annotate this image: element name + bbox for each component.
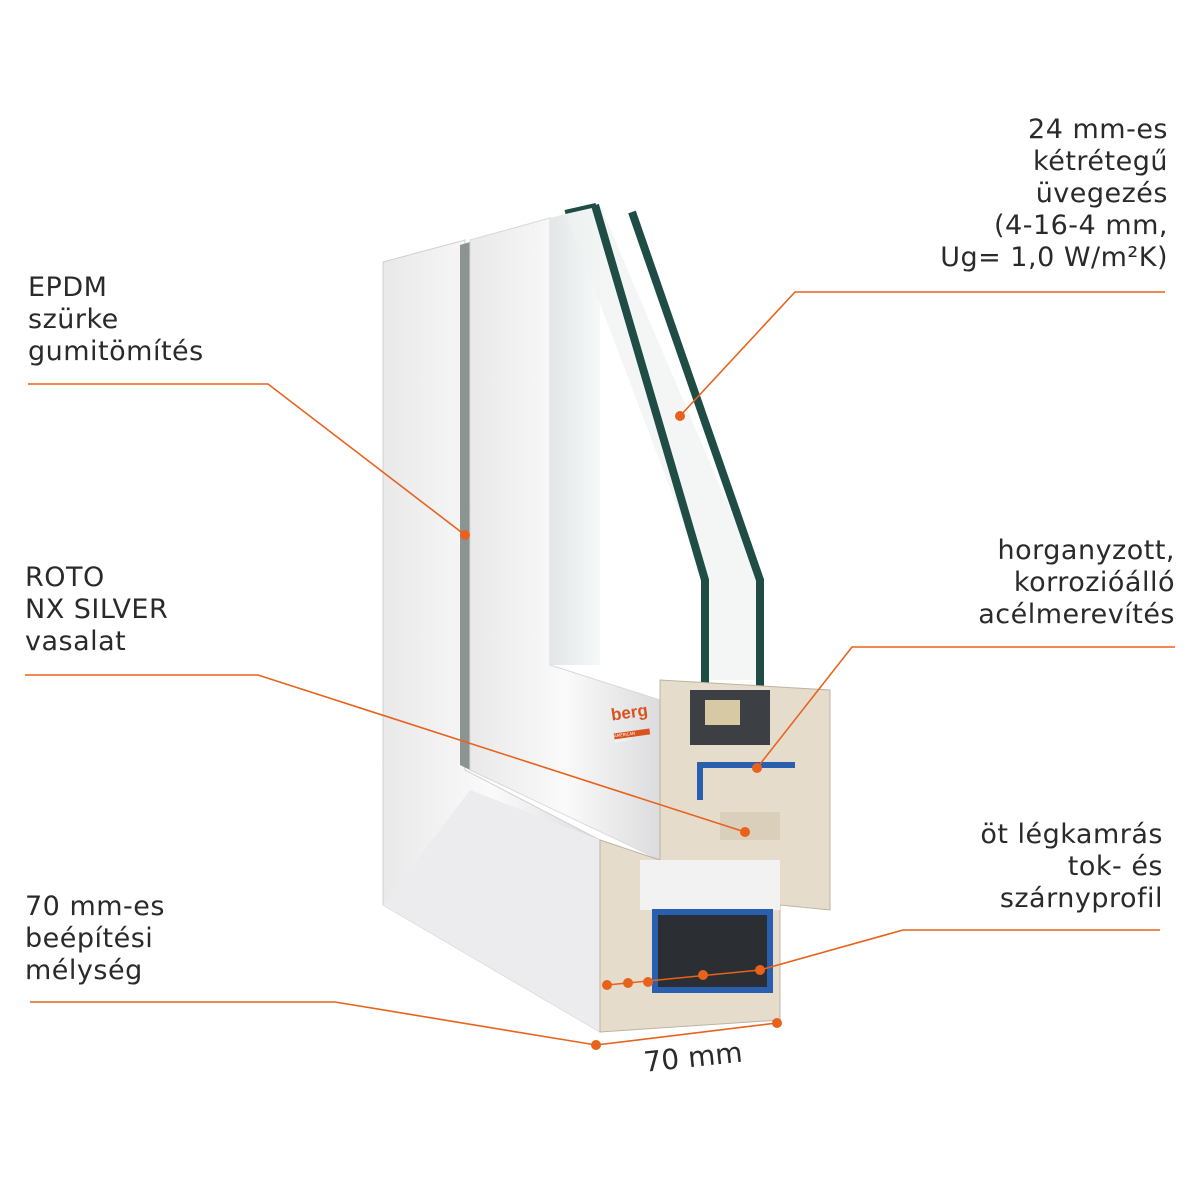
steel-reinforcement-frame: [652, 909, 773, 993]
label-glazing: 24 mm-es kétrétegű üvegezés (4-16-4 mm, …: [940, 114, 1168, 273]
leader-lines: [25, 291, 1175, 1046]
label-gasket: EPDM szürke gumitömítés: [28, 272, 204, 367]
berg-logo: berg AMERICAN QUALITY: [609, 700, 651, 743]
outer-frame: [382, 239, 601, 1033]
logo-brand: berg: [609, 700, 649, 725]
profile-cross-section: [599, 679, 831, 1033]
sash: [469, 205, 661, 861]
label-steel-reinforcement: horganyzott, korrozióálló acélmerevítés: [978, 535, 1175, 630]
label-hardware: ROTO NX SILVER vasalat: [25, 562, 169, 657]
label-chambers: öt légkamrás tok- és szárnyprofil: [980, 819, 1163, 914]
label-depth: 70 mm-es beépítési mélység: [25, 891, 165, 986]
leader-dots: [460, 411, 782, 1050]
steel-reinforcement-sash: [697, 762, 795, 800]
glass-panes: [564, 203, 764, 690]
